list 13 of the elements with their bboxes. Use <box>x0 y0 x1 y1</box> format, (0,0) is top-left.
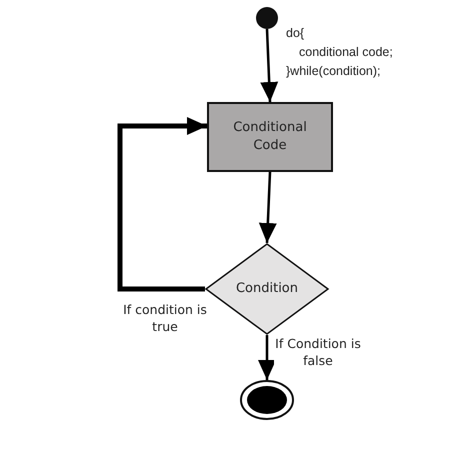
arrow <box>118 117 207 292</box>
code-text: do{ <box>286 26 304 40</box>
node-text: Conditional Code <box>232 119 308 155</box>
arrow <box>258 335 276 380</box>
arrow <box>260 28 278 102</box>
start-node <box>256 7 278 29</box>
node-text: Condition <box>236 280 298 298</box>
end-node <box>240 380 294 420</box>
process-box <box>207 102 333 172</box>
arrow <box>258 172 277 244</box>
code-text: }while(condition); <box>286 64 380 78</box>
code-text: conditional code; <box>299 45 393 59</box>
decision-diamond <box>205 243 329 335</box>
